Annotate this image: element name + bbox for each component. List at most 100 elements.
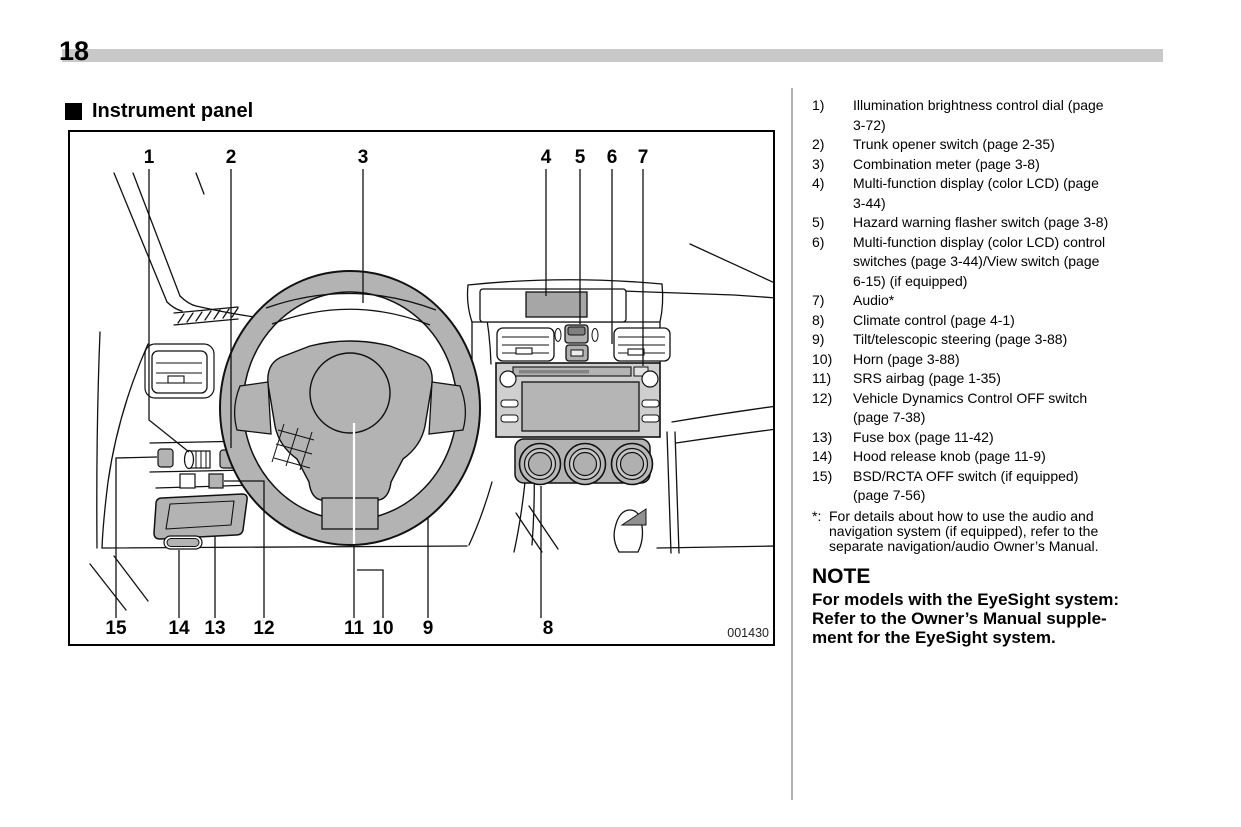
legend-item: 12) Vehicle Dynamics Control OFF switch (… — [812, 389, 1154, 428]
callout-number-1: 1 — [144, 147, 155, 168]
blank-switch — [179, 473, 196, 489]
dash-lower-edge — [101, 545, 468, 549]
legend-item-number: 1) — [812, 97, 825, 113]
vdc-off-switch — [208, 473, 224, 489]
legend-item-text: Combination meter (page 3-8) — [853, 155, 1040, 172]
legend-item-number: 9) — [812, 331, 825, 347]
steering-wheel — [219, 270, 481, 546]
callout-number-3: 3 — [358, 147, 369, 168]
legend-item-text: Vehicle Dynamics Control OFF switch (pag… — [853, 389, 1088, 426]
section-square-icon — [65, 103, 82, 120]
legend-item-text: Hazard warning flasher switch (page 3-8) — [853, 214, 1109, 230]
fuse-box-lid — [153, 493, 248, 540]
console-shadow — [620, 508, 647, 526]
callout-number-4: 4 — [541, 147, 552, 168]
audio-screen — [521, 381, 640, 432]
legend-item: 1) Illumination brightness control dial (… — [812, 96, 1154, 135]
legend-item-text: Horn (page 3-88) — [853, 350, 960, 367]
legend-item-number: 15) — [812, 467, 833, 484]
wheel-spoke-right — [428, 381, 467, 435]
illumination-dial — [183, 449, 211, 470]
legend-item-number: 7) — [812, 292, 825, 308]
grip-hatch — [271, 423, 315, 471]
center-stack — [479, 288, 671, 486]
callout-number-9: 9 — [423, 618, 434, 639]
windshield-line — [689, 243, 773, 283]
multi-function-display — [525, 291, 588, 318]
note-body: For models with the EyeSight system: Ref… — [812, 589, 1120, 648]
callout-number-8: 8 — [543, 618, 554, 639]
legend-item-number: 14) — [812, 448, 833, 464]
legend-column: 1) Illumination brightness control dial (… — [812, 96, 1154, 648]
footnote-marker: *: — [812, 507, 822, 524]
note-title: NOTE — [812, 564, 871, 588]
climate-knob — [518, 442, 562, 486]
legend-item-number: 3) — [812, 155, 825, 172]
callout-number-6: 6 — [607, 147, 618, 168]
callout-number-14: 14 — [168, 618, 190, 639]
legend-item-text: Fuse box (page 11-42) — [853, 428, 994, 445]
legend-item-number: 5) — [812, 214, 825, 230]
driver-switch-panel — [153, 448, 248, 550]
legend-item: 3) Combination meter (page 3-8) — [812, 155, 1154, 175]
wheel-spoke-bottom — [321, 497, 379, 530]
callout-leaders — [115, 169, 644, 618]
hood-release-knob — [163, 535, 203, 550]
legend-item: 13) Fuse box (page 11-42) — [812, 428, 1154, 448]
legend-item-number: 13) — [812, 428, 833, 445]
section-title: Instrument panel — [92, 100, 254, 122]
legend-item-text: SRS airbag (page 1-35) — [853, 370, 1001, 386]
legend-item-number: 4) — [812, 175, 825, 191]
callout-number-15: 15 — [105, 618, 127, 639]
center-vent-left — [496, 327, 555, 362]
section-heading: Instrument panel — [65, 100, 253, 123]
climate-control — [514, 438, 654, 486]
callout-number-7: 7 — [638, 147, 649, 168]
shifter-boot — [613, 509, 644, 553]
legend-item: 6)Multi-function display (color LCD) con… — [812, 233, 1154, 292]
horn-pad — [309, 352, 391, 434]
legend-item: 9) Tilt/telescopic steering (page 3-88) — [812, 330, 1154, 350]
audio-knob-right — [641, 370, 659, 388]
callout-number-2: 2 — [226, 147, 237, 168]
legend-item: 14) Hood release knob (page 11-9) — [812, 447, 1154, 467]
glovebox-line — [671, 405, 773, 423]
legend-item: 15)BSD/RCTA OFF switch (if equipped) (pa… — [812, 467, 1154, 506]
climate-knob — [563, 442, 607, 486]
legend-list: 1) Illumination brightness control dial (… — [812, 96, 1154, 506]
legend-item-text: Illumination brightness control dial (pa… — [853, 97, 1104, 133]
legend-item: 10) Horn (page 3-88) — [812, 350, 1154, 370]
page-number: 18 — [59, 36, 90, 66]
legend-item-text: Hood release knob (page 11-9) — [853, 448, 1046, 464]
legend-item-number: 11) — [812, 370, 832, 386]
legend-item: 7)Audio* — [812, 291, 1154, 311]
footnote: *: For details about how to use the audi… — [812, 507, 1154, 555]
combination-meter-arc — [265, 292, 437, 311]
bsd-rcta-off-switch — [157, 448, 174, 468]
wheel-spoke-left — [233, 381, 272, 435]
driver-side-vent — [144, 343, 215, 399]
a-pillar-line — [132, 172, 181, 297]
cowl-line — [621, 290, 773, 299]
legend-item-number: 12) — [812, 389, 833, 406]
dashboard-outline — [89, 172, 773, 611]
callout-number-10: 10 — [372, 618, 393, 639]
a-pillar-line — [113, 172, 168, 303]
callout-number-13: 13 — [204, 618, 225, 639]
climate-knob — [610, 442, 654, 486]
callout-number-12: 12 — [253, 618, 274, 639]
center-vent-right — [613, 327, 671, 362]
legend-item-number: 10) — [812, 350, 833, 367]
legend-item-number: 6) — [812, 233, 825, 250]
figure-code: 001430 — [727, 626, 769, 640]
legend-item-number: 2) — [812, 136, 825, 152]
column-separator — [791, 88, 793, 800]
legend-item-text: Multi-function display (color LCD) (page… — [853, 175, 1099, 211]
door-edge-line — [195, 172, 205, 195]
steering-column — [468, 481, 493, 546]
audio-unit — [495, 362, 661, 438]
legend-item-text: Tilt/telescopic steering (page 3-88) — [853, 331, 1068, 347]
